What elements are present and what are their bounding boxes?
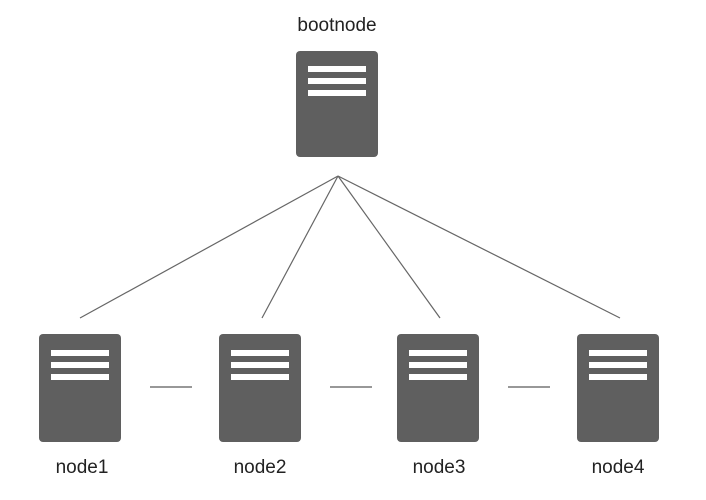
server-stripe [409, 362, 467, 368]
server-stripe [409, 374, 467, 380]
server-icon [39, 334, 121, 442]
edge-bootnode-node3 [337, 175, 441, 319]
server-body [39, 334, 121, 442]
edge-bootnode-node2 [261, 175, 339, 319]
node1-label: node1 [55, 457, 109, 478]
server-stripe [589, 362, 647, 368]
server-icon [397, 334, 479, 442]
server-stripe [231, 350, 289, 356]
server-stripe [231, 362, 289, 368]
server-icon [219, 334, 301, 442]
server-stripe [51, 362, 109, 368]
edge-bootnode-node1 [79, 175, 339, 319]
server-body [296, 51, 378, 157]
server-stripe [308, 78, 366, 84]
server-body [397, 334, 479, 442]
server-stripe [308, 90, 366, 96]
server-body [219, 334, 301, 442]
bootnode-connections [79, 175, 621, 319]
server-stripe [51, 350, 109, 356]
node3-label: node3 [412, 457, 466, 478]
node2-label: node2 [233, 457, 287, 478]
server-stripe [308, 66, 366, 72]
bootnode-label: bootnode [297, 15, 377, 36]
edge-bootnode-node4 [337, 175, 621, 319]
server-icon [577, 334, 659, 442]
server-stripe [231, 374, 289, 380]
server-stripe [51, 374, 109, 380]
server-stripe [409, 350, 467, 356]
server-body [577, 334, 659, 442]
server-stripe [589, 374, 647, 380]
server-stripe [589, 350, 647, 356]
node4-label: node4 [591, 457, 645, 478]
server-icon [296, 51, 378, 157]
